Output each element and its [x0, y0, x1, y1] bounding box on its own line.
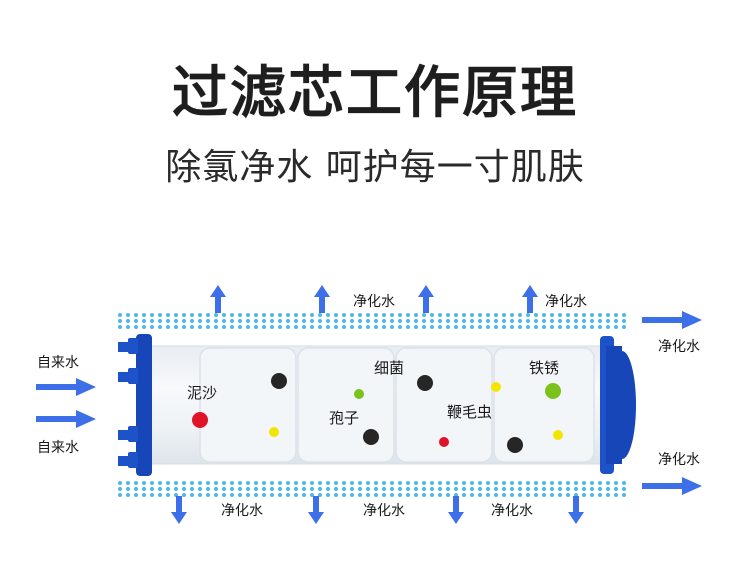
yellow-particle — [269, 427, 279, 437]
filter-segment — [493, 347, 595, 463]
label-sediment: 泥沙 — [187, 384, 217, 402]
green-particle — [354, 389, 364, 399]
label-flagellates: 鞭毛虫 — [447, 403, 492, 421]
left-end-cap — [118, 334, 152, 476]
filter-segment — [199, 347, 297, 463]
contaminants — [192, 373, 563, 453]
label-purified-right-top: 净化水 — [658, 339, 700, 355]
sediment-particle — [192, 412, 208, 428]
page-title: 过滤芯工作原理 — [172, 61, 578, 126]
filter-cartridge — [118, 334, 636, 476]
label-tap-water-bottom: 自来水 — [37, 440, 79, 456]
inflow-arrow-icon — [36, 410, 96, 428]
bacteria-particle — [417, 375, 433, 391]
label-purified-bottom-1: 净化水 — [221, 503, 263, 519]
up-arrow-icon — [522, 285, 538, 313]
label-tap-water-top: 自来水 — [37, 355, 79, 371]
down-arrow-icon — [171, 496, 187, 524]
yellow-particle — [553, 430, 563, 440]
label-purified-bottom-3: 净化水 — [491, 503, 533, 519]
black-particle — [271, 373, 287, 389]
bottom-water-channel — [116, 479, 628, 497]
rust-particle — [545, 383, 561, 399]
outflow-arrow-icon — [642, 477, 702, 495]
outflow-arrow-icon — [642, 311, 702, 329]
label-rust: 铁锈 — [529, 359, 559, 377]
page-subtitle: 除氯净水 呵护每一寸肌肤 — [165, 147, 585, 188]
label-purified-top-1: 净化水 — [353, 294, 395, 310]
label-purified-top-2: 净化水 — [545, 294, 587, 310]
right-end-cap — [600, 336, 636, 474]
down-arrow-icon — [568, 496, 584, 524]
label-purified-right-bottom: 净化水 — [658, 452, 700, 468]
down-arrow-icon — [448, 496, 464, 524]
down-arrow-icon — [308, 496, 324, 524]
label-bacteria: 细菌 — [374, 359, 404, 377]
up-arrow-icon — [418, 285, 434, 313]
label-spores: 孢子 — [329, 409, 359, 427]
up-arrow-icon — [314, 285, 330, 313]
spore-particle — [363, 429, 379, 445]
up-arrow-icon — [210, 285, 226, 313]
inflow-arrow-icon — [36, 378, 96, 396]
yellow-particle — [491, 382, 501, 392]
top-water-channel — [116, 313, 628, 331]
filter-segment — [395, 347, 493, 463]
label-purified-bottom-2: 净化水 — [363, 503, 405, 519]
black-particle — [507, 437, 523, 453]
red-particle — [439, 437, 449, 447]
